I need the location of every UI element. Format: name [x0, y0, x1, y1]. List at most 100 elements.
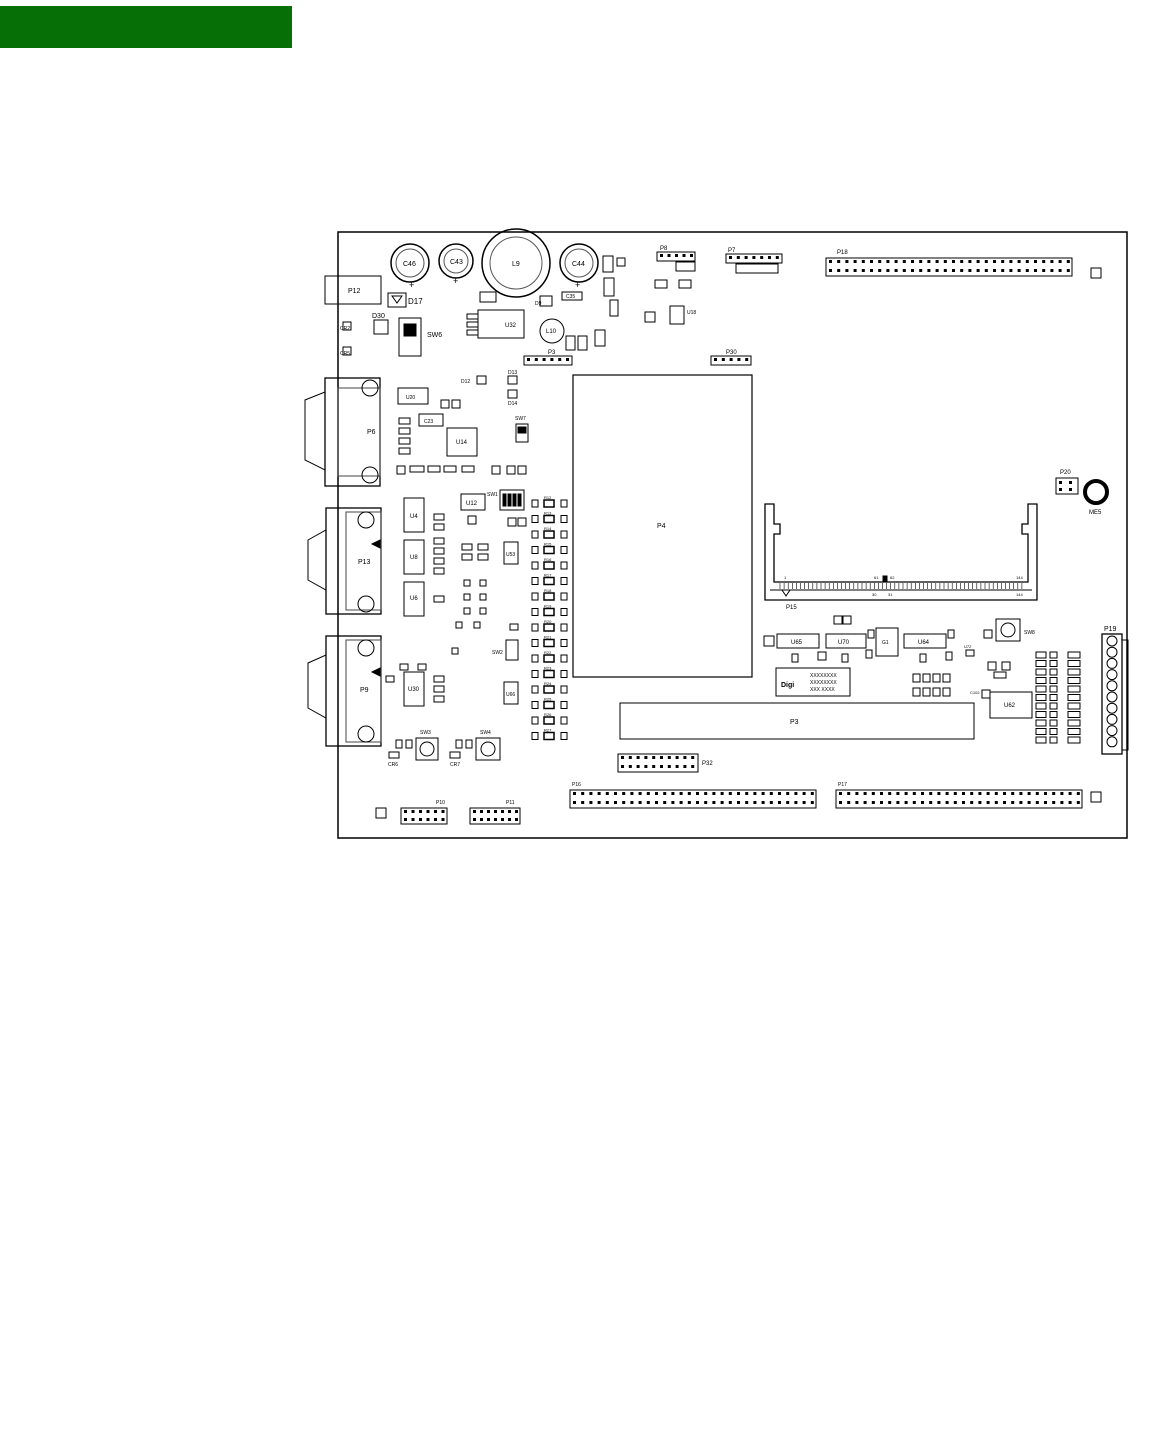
header-pin	[878, 269, 882, 272]
smd-resistor	[543, 592, 555, 601]
smd-resistor	[1067, 711, 1081, 718]
label-plus-3: +	[575, 280, 580, 290]
header-pin	[1069, 481, 1072, 484]
header-pin	[652, 756, 656, 759]
header-pin	[943, 269, 947, 272]
smd-part	[531, 685, 539, 694]
smd-led	[1049, 685, 1058, 693]
label-u12: U12	[466, 501, 478, 507]
header-pin	[752, 256, 756, 259]
cap-c44	[559, 243, 599, 283]
header-pin	[847, 801, 851, 804]
smd-resistor	[543, 545, 555, 555]
label-sw2: SW2	[492, 650, 503, 656]
label-p13: P13	[358, 559, 371, 566]
label-sw3: SW3	[420, 730, 431, 736]
resistor-label: R14	[544, 526, 552, 531]
smd-part	[560, 499, 568, 508]
marking-line-2: XXXXXXXX	[810, 680, 837, 686]
ic-u6	[403, 581, 425, 617]
header-pin	[597, 801, 601, 804]
header-pin	[494, 818, 497, 821]
smd-led	[1049, 728, 1058, 735]
header-pin	[912, 801, 916, 804]
terminal-screw	[1106, 702, 1118, 714]
header-pin	[682, 254, 686, 257]
header-pin	[581, 801, 585, 804]
switch-sw1	[499, 489, 525, 511]
smd-part	[560, 623, 568, 632]
header-pin	[1066, 269, 1070, 272]
smd-part	[560, 716, 568, 725]
header-pin	[737, 801, 740, 804]
terminal-screw	[1106, 713, 1118, 725]
header-pin	[911, 260, 914, 263]
label-d13: D13	[508, 370, 517, 376]
header-pin	[888, 801, 892, 804]
header-pin	[534, 358, 538, 361]
header-pin	[614, 801, 617, 804]
header-pin	[775, 256, 779, 259]
header-pin	[1068, 801, 1072, 804]
terminal-screw	[1106, 736, 1118, 748]
smd-part	[531, 530, 539, 539]
header-pin	[760, 256, 764, 259]
header-pin	[976, 269, 980, 272]
connector-p9	[307, 635, 382, 747]
header-pin	[667, 254, 671, 257]
smd-resistor	[1035, 694, 1047, 701]
resistor-label: R24	[544, 681, 552, 686]
resistor-label: R20	[544, 619, 552, 624]
label-c102: C102	[970, 690, 980, 695]
label-p32: P32	[702, 761, 713, 767]
inductor-l10	[539, 318, 565, 344]
header-pin	[605, 801, 609, 804]
header-pin	[644, 765, 648, 768]
header-pin	[929, 792, 933, 795]
header-pin	[968, 269, 972, 272]
label-l9: L9	[512, 261, 520, 268]
smd-resistor	[1067, 728, 1081, 735]
header-pin	[778, 792, 781, 795]
ic-u65	[776, 633, 820, 649]
label-p15: P15	[786, 605, 797, 611]
header-pin	[871, 792, 875, 795]
label-g1: G1	[882, 640, 889, 646]
header-pin	[614, 792, 617, 795]
smd-part	[531, 732, 539, 740]
header-pin	[550, 358, 554, 361]
header-pin	[870, 269, 873, 272]
header-pin	[937, 801, 941, 804]
header-pin	[1058, 260, 1062, 263]
header-pin	[984, 260, 988, 263]
label-me5: ME5	[1089, 510, 1102, 516]
header-pin	[419, 810, 422, 813]
label-c44: C44	[572, 261, 585, 268]
ic-u20	[397, 387, 429, 405]
header-pin	[769, 801, 773, 804]
header-pin	[628, 765, 632, 768]
smd-resistor	[543, 716, 555, 725]
header-pin	[1027, 801, 1031, 804]
header-pin	[581, 792, 585, 795]
header-pin	[861, 269, 865, 272]
header-pin	[863, 792, 867, 795]
smd-resistor	[1067, 702, 1081, 710]
header-pin	[404, 818, 407, 821]
label-d17: D17	[408, 297, 423, 306]
header-pin	[994, 792, 998, 795]
ic-u70	[825, 633, 867, 649]
marking-line-3: XXX XXXX	[810, 687, 835, 693]
terminal-screw	[1106, 680, 1118, 692]
header-pin	[853, 260, 857, 263]
header-pin	[638, 801, 642, 804]
logo-marking-block	[775, 667, 851, 697]
smd-part	[560, 654, 568, 663]
header-pin	[984, 269, 988, 272]
smd-part	[531, 623, 539, 632]
header-pin	[712, 801, 716, 804]
label-u53: U53	[506, 552, 515, 558]
header-pin	[861, 260, 865, 263]
smd-resistor	[543, 530, 555, 539]
header-pin	[855, 792, 859, 795]
